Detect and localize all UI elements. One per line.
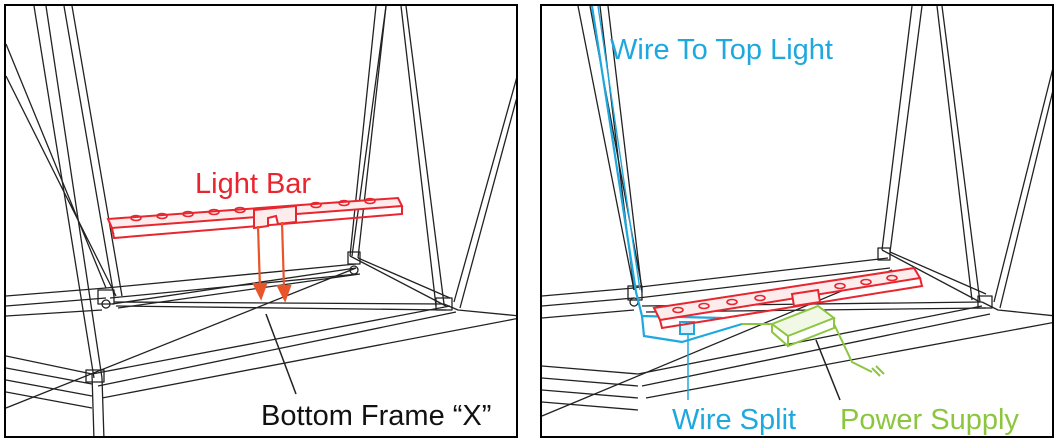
light-bar-installed <box>652 266 924 330</box>
light-bar-drawing <box>106 196 404 240</box>
bottom-frame-label: Bottom Frame “X” <box>261 400 492 432</box>
mount-arrows <box>252 221 292 303</box>
frame-leader-line <box>265 313 297 395</box>
wire-split-wire <box>640 315 743 344</box>
power-supply-leader <box>815 339 841 401</box>
power-supply-label: Power Supply <box>840 404 1019 436</box>
left-frame-drawing <box>6 6 516 436</box>
right-diagram-panel: Wire To Top Light Wire Split Power Suppl… <box>540 4 1054 438</box>
light-bar-label: Light Bar <box>195 168 312 200</box>
left-diagram-panel: Light Bar Bottom Frame “X” <box>4 4 518 438</box>
power-supply-drawing <box>742 304 885 377</box>
right-frame-drawing <box>542 6 1052 417</box>
wire-split-label: Wire Split <box>672 404 797 436</box>
wire-to-top-light-label: Wire To Top Light <box>610 34 833 66</box>
